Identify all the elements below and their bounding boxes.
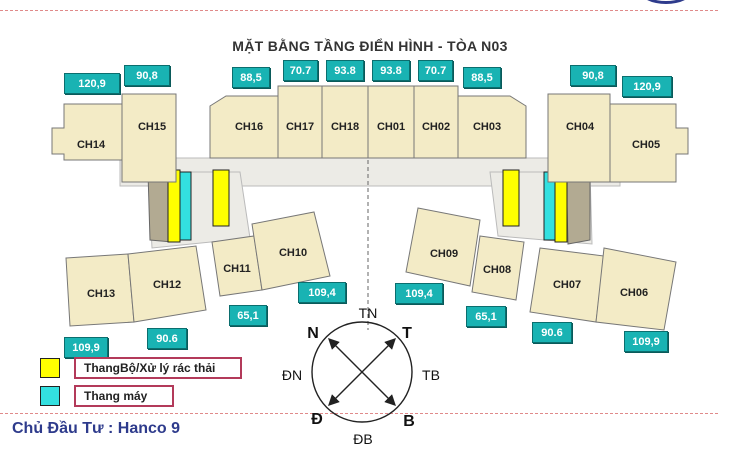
label-ch04: CH04 xyxy=(566,121,595,133)
area-ch12: 90.6 xyxy=(147,328,187,349)
area-ch08: 65,1 xyxy=(466,306,506,327)
area-ch11: 65,1 xyxy=(229,305,267,326)
compass: N T Đ B TN ĐN TB ĐB xyxy=(282,305,440,447)
label-ch06: CH06 xyxy=(620,287,648,299)
developer-name: Chủ Đầu Tư : Hanco 9 xyxy=(12,420,181,437)
unit-ch03 xyxy=(457,95,527,159)
legend-stair-swatch xyxy=(40,358,60,378)
compass-n: N xyxy=(307,325,319,342)
stair-right-1 xyxy=(502,169,520,227)
unit-ch06 xyxy=(595,247,677,331)
area-ch09: 109,4 xyxy=(395,283,443,304)
label-ch03: CH03 xyxy=(473,121,501,133)
label-ch08: CH08 xyxy=(483,264,511,276)
compass-b: B xyxy=(403,413,415,430)
area-ch17: 70.7 xyxy=(283,60,318,81)
area-ch15: 90,8 xyxy=(124,65,170,86)
unit-ch12 xyxy=(127,245,207,323)
area-ch02: 70.7 xyxy=(418,60,453,81)
unit-ch14 xyxy=(51,103,123,161)
area-ch06: 109,9 xyxy=(624,331,668,352)
area-ch01: 93.8 xyxy=(372,60,410,81)
label-ch12: CH12 xyxy=(153,279,181,291)
label-ch16: CH16 xyxy=(235,121,263,133)
compass-d: Đ xyxy=(311,411,323,428)
label-ch18: CH18 xyxy=(331,121,359,133)
label-ch14: CH14 xyxy=(77,139,106,151)
unit-ch10 xyxy=(251,211,331,291)
compass-db: ĐB xyxy=(353,431,372,447)
label-ch01: CH01 xyxy=(377,121,405,133)
unit-ch04 xyxy=(547,93,611,183)
label-ch11: CH11 xyxy=(223,263,251,275)
unit-ch08 xyxy=(471,235,525,301)
label-ch17: CH17 xyxy=(286,121,314,133)
top-divider xyxy=(0,10,718,11)
label-ch02: CH02 xyxy=(422,121,450,133)
compass-tb: TB xyxy=(422,367,440,383)
label-ch13: CH13 xyxy=(87,288,115,300)
compass-t: T xyxy=(402,325,412,342)
lift-left xyxy=(179,171,192,241)
area-ch04: 90,8 xyxy=(570,65,616,86)
unit-ch05 xyxy=(609,103,689,183)
area-ch03: 88,5 xyxy=(463,67,501,88)
area-ch13: 109,9 xyxy=(64,337,108,358)
unit-ch17 xyxy=(277,85,323,159)
plan-title: MẶT BẰNG TẦNG ĐIỂN HÌNH - TÒA N03 xyxy=(232,38,508,54)
label-ch15: CH15 xyxy=(138,121,166,133)
legend-stair-label: ThangBộ/Xử lý rác thải xyxy=(74,357,242,379)
legend-lift-swatch xyxy=(40,386,60,406)
label-ch09: CH09 xyxy=(430,248,458,260)
unit-ch15 xyxy=(121,93,177,183)
compass-dn: ĐN xyxy=(282,367,302,383)
stair-left-2 xyxy=(212,169,230,227)
label-ch10: CH10 xyxy=(279,247,307,259)
area-ch18: 93.8 xyxy=(326,60,364,81)
unit-ch01 xyxy=(367,85,415,159)
legend-lift-label: Thang máy xyxy=(74,385,174,407)
label-ch05: CH05 xyxy=(632,139,660,151)
unit-ch09 xyxy=(405,207,481,287)
label-ch07: CH07 xyxy=(553,279,581,291)
area-ch05: 120,9 xyxy=(622,76,672,97)
bottom-divider xyxy=(0,413,718,414)
unit-ch02 xyxy=(413,85,459,159)
area-ch14: 120,9 xyxy=(64,73,120,94)
area-ch10: 109,4 xyxy=(298,282,346,303)
area-ch16: 88,5 xyxy=(232,67,270,88)
compass-tn: TN xyxy=(359,305,378,321)
area-ch07: 90.6 xyxy=(532,322,572,343)
